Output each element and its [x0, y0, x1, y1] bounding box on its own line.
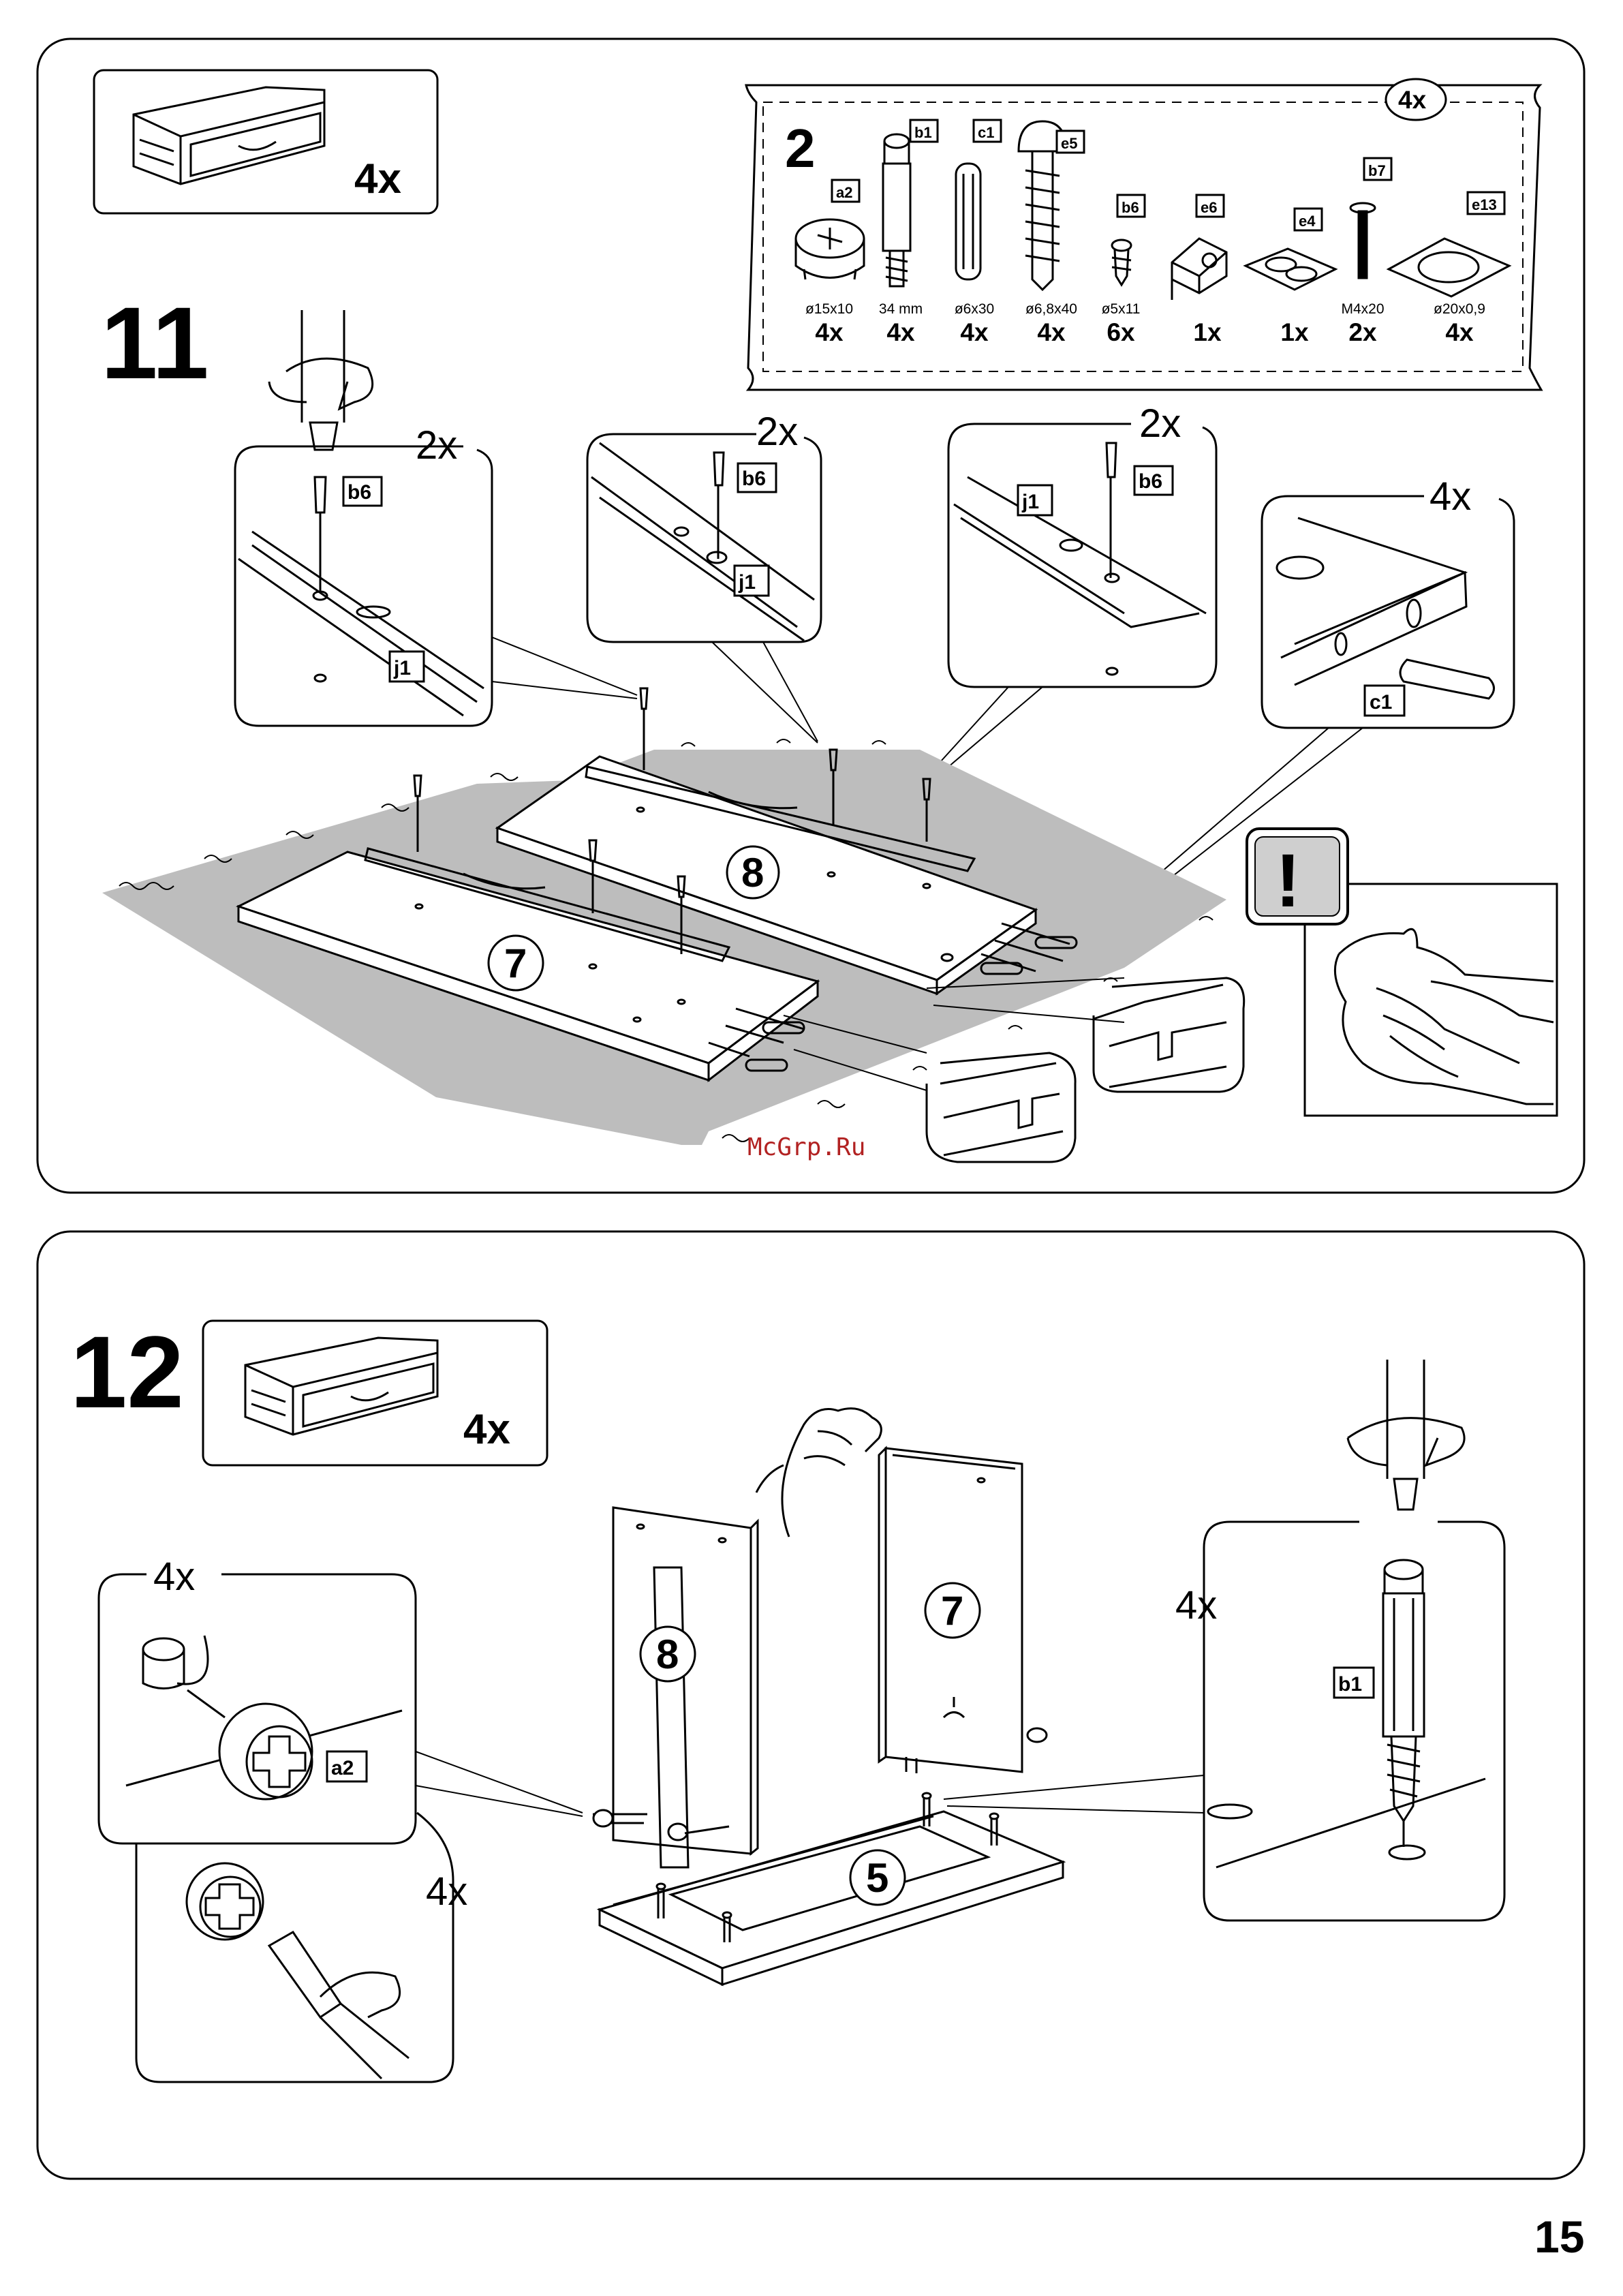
part-e4-qty: 1x [1280, 318, 1309, 346]
part-e5-size: ø6,8x40 [1025, 301, 1077, 317]
part-c1-icon [956, 164, 980, 279]
part-a2-tag: a2 [836, 184, 852, 201]
part-e6-tag: e6 [1201, 199, 1217, 216]
edge-detail-2 [927, 1053, 1075, 1162]
parts-bag: 4x 2 [746, 79, 1541, 390]
part-e5-tag: e5 [1061, 135, 1077, 152]
panel-5-number: 5 [866, 1855, 888, 1901]
callout1-screw-tag: b6 [347, 481, 371, 504]
callout3-screw-tag: b6 [1139, 470, 1162, 493]
part-b6-qty: 6x [1107, 318, 1135, 346]
callout1-rail-tag: j1 [393, 657, 411, 679]
panel-7-standing: 7 [879, 1448, 1047, 1773]
callout2-rail-tag: j1 [738, 571, 756, 594]
callout-detail-1: 2x b6 j1 [235, 423, 492, 726]
step12-number: 12 [70, 1315, 184, 1429]
panel-8-standing-number: 8 [656, 1632, 679, 1677]
drawer-icon [134, 87, 324, 184]
bag-total-qty: 4x [1398, 86, 1427, 114]
step11-drawer-qty: 4x [354, 155, 401, 202]
part-b7-size: M4x20 [1341, 301, 1384, 317]
part-c1-size: ø6x30 [955, 301, 994, 317]
warning-icon: ! [1276, 839, 1301, 923]
page-number: 15 [1534, 2211, 1584, 2262]
bolt-tag: b1 [1338, 1673, 1362, 1696]
part-e13-qty: 4x [1445, 318, 1474, 346]
callout3-rail-tag: j1 [1021, 491, 1039, 513]
panel-8-standing: 8 [593, 1507, 758, 1867]
part-a2-icon [796, 219, 864, 279]
part-b1-qty: 4x [886, 318, 915, 346]
callout2-screw-tag: b6 [742, 468, 766, 490]
callout-cam-turn: 4x [136, 1813, 467, 2082]
watermark: McGrp.Ru [747, 1133, 865, 1161]
step11-number: 11 [101, 286, 209, 400]
screwdriver-icon [269, 310, 373, 450]
part-b1-size: 34 mm [879, 301, 923, 317]
part-e13-size: ø20x0,9 [1434, 301, 1485, 317]
screwdriver-icon-2 [1348, 1360, 1464, 1510]
part-b1-icon [883, 134, 910, 286]
callout-detail-2: 2x b6 j1 [587, 410, 821, 642]
cam-callout-mult: 4x [153, 1555, 195, 1599]
part-a2-size: ø15x10 [805, 301, 853, 317]
step11-drawer-icon-box: 4x [94, 70, 437, 213]
callout-cam: 4x a2 [99, 1555, 416, 1843]
cam-tag: a2 [331, 1757, 354, 1779]
bolt-callout-mult: 4x [1175, 1583, 1217, 1627]
callout3-mult: 2x [1139, 401, 1181, 446]
part-e13-tag: e13 [1472, 196, 1497, 213]
callout-dowel: 4x c1 [1262, 474, 1514, 728]
part-a2-qty: 4x [815, 318, 844, 346]
part-c1-tag: c1 [978, 124, 994, 141]
callout-detail-3: 2x b6 j1 [948, 401, 1216, 687]
part-b1-tag: b1 [914, 124, 932, 141]
part-e6-icon [1172, 239, 1226, 300]
part-b6-tag: b6 [1122, 199, 1139, 216]
dowel-callout-mult: 4x [1429, 474, 1471, 519]
part-b7-icon [1350, 203, 1375, 278]
part-b7-qty: 2x [1348, 318, 1377, 346]
cam-turn-mult: 4x [426, 1869, 467, 1914]
part-b7-tag: b7 [1368, 162, 1386, 179]
warning-box: ! [1247, 829, 1557, 1116]
part-e13-icon [1389, 239, 1509, 296]
part-b6-icon [1112, 240, 1131, 285]
panel-8-number: 8 [741, 850, 764, 896]
part-b6-size: ø5x11 [1102, 301, 1141, 317]
drawer-icon-2 [245, 1338, 437, 1435]
part-e5-qty: 4x [1037, 318, 1066, 346]
dowel-tag: c1 [1370, 691, 1392, 714]
panel-7-number: 7 [504, 940, 527, 986]
step12-drawer-qty: 4x [463, 1406, 510, 1453]
panel-7-standing-number: 7 [941, 1588, 963, 1634]
part-e4-tag: e4 [1299, 213, 1316, 230]
part-e4-icon [1246, 249, 1335, 290]
bag-number: 2 [785, 118, 816, 179]
part-e6-qty: 1x [1193, 318, 1222, 346]
callout2-mult: 2x [756, 410, 798, 454]
callout-bolt: 4x b1 [1175, 1522, 1504, 1920]
edge-detail-1 [1094, 978, 1244, 1092]
step12-drawer-icon-box: 4x [203, 1321, 547, 1465]
part-c1-qty: 4x [960, 318, 989, 346]
callout1-mult: 2x [416, 423, 457, 468]
hand-icon [756, 1409, 881, 1537]
